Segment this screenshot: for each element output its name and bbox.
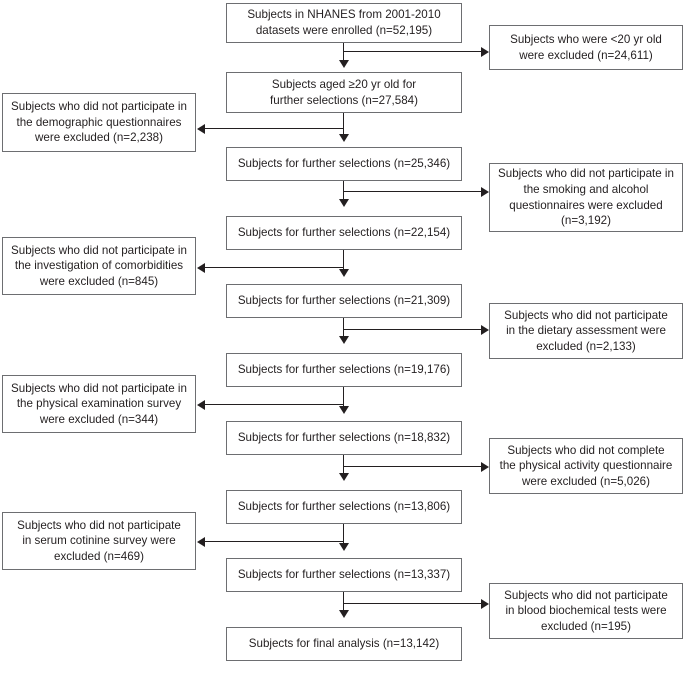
arrow-left-icon [197, 400, 205, 410]
arrow-right-icon [481, 599, 489, 609]
arrow-left-icon [197, 263, 205, 273]
flow-box-enrolled: Subjects in NHANES from 2001-2010 datase… [226, 3, 462, 43]
exclusion-box-dietary: Subjects who did not participate in the … [489, 303, 683, 359]
flow-box-sel13337: Subjects for further selections (n=13,33… [226, 558, 462, 592]
arrow-right-icon [481, 462, 489, 472]
arrow-down-icon [339, 543, 349, 551]
arrow-down-icon [339, 269, 349, 277]
arrow-right-icon [481, 47, 489, 57]
connector-segment [343, 191, 481, 192]
exclusion-box-age: Subjects who were <20 yr old were exclud… [489, 25, 683, 70]
connector-segment [343, 466, 481, 467]
arrow-right-icon [481, 325, 489, 335]
flow-box-age20: Subjects aged ≥20 yr old for further sel… [226, 72, 462, 113]
arrow-down-icon [339, 134, 349, 142]
connector-segment [343, 113, 344, 134]
exclusion-box-smoking-alcohol: Subjects who did not participate in the … [489, 163, 683, 232]
arrow-left-icon [197, 124, 205, 134]
exclusion-box-physical-exam: Subjects who did not participate in the … [2, 375, 196, 433]
connector-segment [343, 524, 344, 543]
arrow-down-icon [339, 610, 349, 618]
connector-segment [343, 318, 344, 336]
connector-segment [343, 603, 481, 604]
arrow-left-icon [197, 537, 205, 547]
connector-segment [205, 404, 343, 405]
connector-segment [205, 267, 343, 268]
exclusion-box-physical-activity: Subjects who did not complete the physic… [489, 438, 683, 494]
arrow-down-icon [339, 336, 349, 344]
flow-box-sel13806: Subjects for further selections (n=13,80… [226, 490, 462, 524]
arrow-down-icon [339, 199, 349, 207]
flow-box-sel22154: Subjects for further selections (n=22,15… [226, 216, 462, 250]
arrow-down-icon [339, 473, 349, 481]
connector-segment [205, 541, 343, 542]
connector-segment [343, 387, 344, 406]
exclusion-box-demographic: Subjects who did not participate in the … [2, 93, 196, 152]
exclusion-box-blood-tests: Subjects who did not participate in bloo… [489, 583, 683, 639]
arrow-down-icon [339, 60, 349, 68]
connector-segment [205, 128, 343, 129]
arrow-right-icon [481, 187, 489, 197]
connector-segment [343, 181, 344, 199]
flow-box-sel21309: Subjects for further selections (n=21,30… [226, 284, 462, 318]
flow-box-sel18832: Subjects for further selections (n=18,83… [226, 421, 462, 455]
connector-segment [343, 250, 344, 269]
arrow-down-icon [339, 406, 349, 414]
exclusion-box-serum-cotinine: Subjects who did not participate in seru… [2, 512, 196, 570]
flow-box-final-analysis: Subjects for final analysis (n=13,142) [226, 627, 462, 661]
connector-segment [343, 51, 481, 52]
connector-segment [343, 592, 344, 610]
exclusion-box-comorbidities: Subjects who did not participate in the … [2, 237, 196, 295]
flow-box-sel25346: Subjects for further selections (n=25,34… [226, 147, 462, 181]
connector-segment [343, 329, 481, 330]
connector-segment [343, 455, 344, 473]
flow-box-sel19176: Subjects for further selections (n=19,17… [226, 353, 462, 387]
